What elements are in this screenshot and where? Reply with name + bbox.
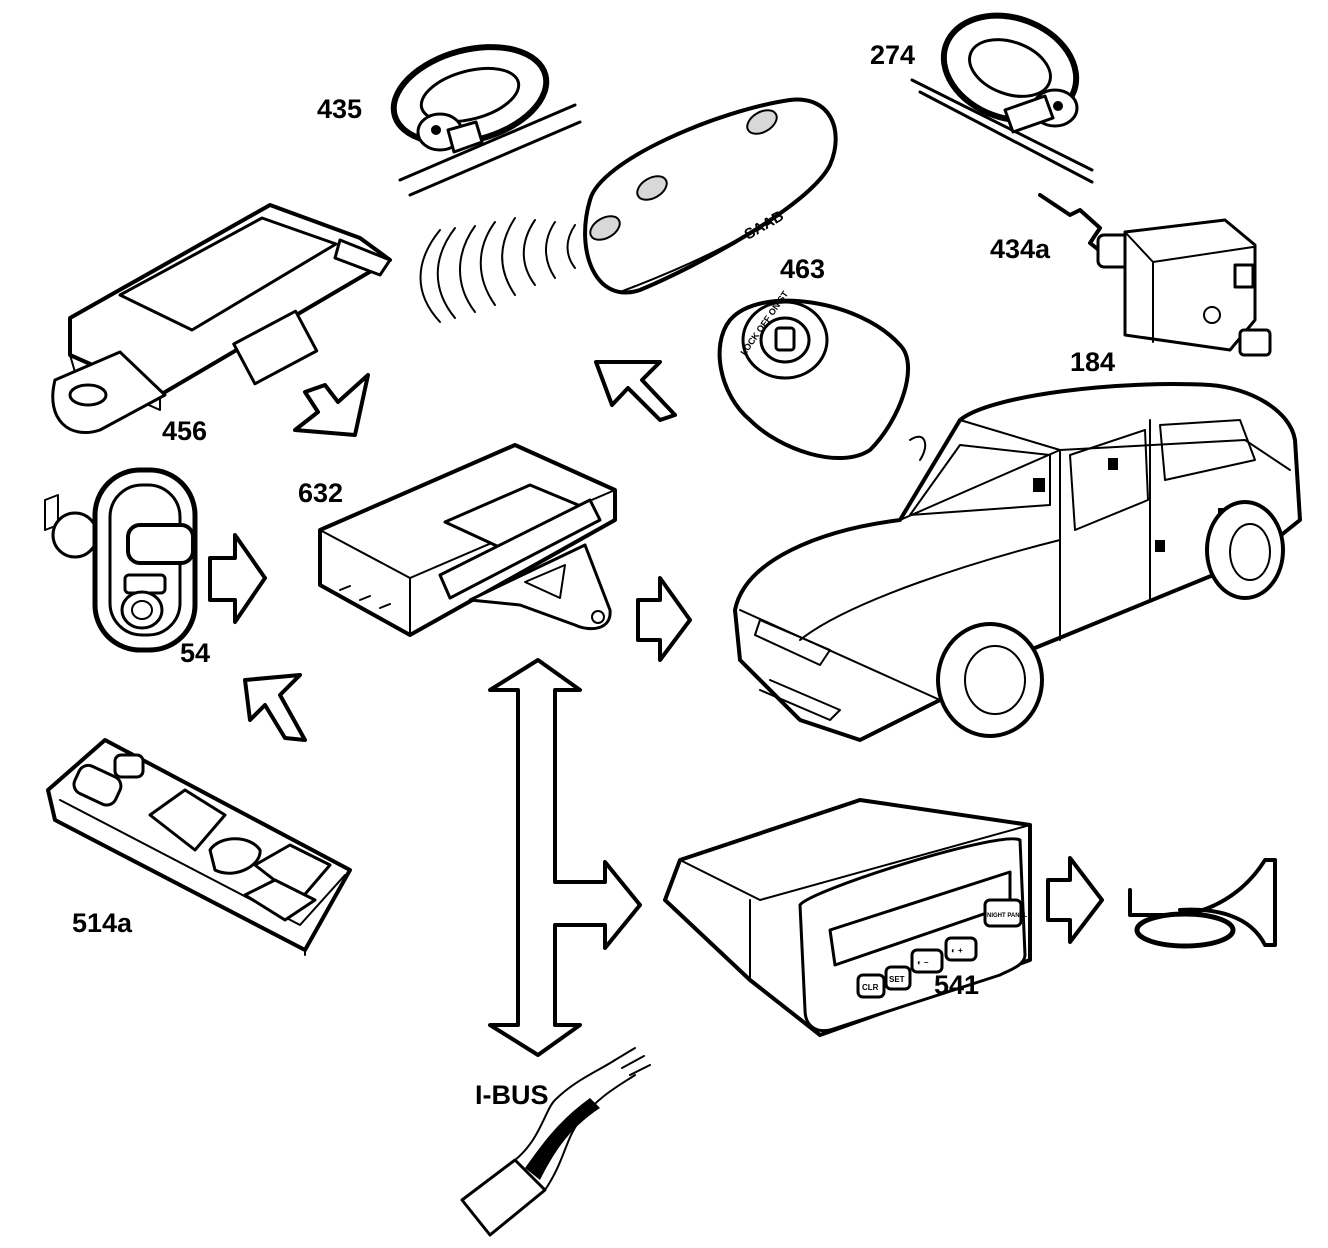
label-541: 541 <box>934 970 980 1000</box>
arrow-panel-to-ccu <box>243 673 307 742</box>
receiver-module-456 <box>51 203 392 435</box>
display-unit-541 <box>663 798 1032 1037</box>
display-buttons <box>856 898 1023 999</box>
window-switch-panel-514a <box>46 738 352 956</box>
dim-minus-button <box>910 948 944 974</box>
label-514a: 514a <box>72 908 133 938</box>
night-panel-button <box>983 898 1023 928</box>
arrow-ccu-to-car <box>636 576 692 662</box>
label-274: 274 <box>870 40 916 70</box>
arrow-receiver-to-ccu <box>293 373 370 437</box>
arrow-display-to-horn <box>1046 856 1104 944</box>
display-btn-dim-minus: ◐ – <box>917 958 929 967</box>
display-btn-night-panel: NIGHT PANEL <box>987 913 1028 919</box>
label-456: 456 <box>162 416 208 446</box>
central-control-unit-632 <box>318 443 617 637</box>
remote-control-fob <box>419 97 838 323</box>
ignition-switch-463 <box>717 298 910 460</box>
set-button <box>884 965 912 991</box>
label-184: 184 <box>1070 347 1116 377</box>
arrow-switch-to-ccu <box>208 533 267 624</box>
dim-plus-button <box>944 936 978 962</box>
car-184 <box>733 382 1302 742</box>
label-434a: 434a <box>990 234 1051 264</box>
door-lock-cylinder-435 <box>390 44 582 197</box>
label-435: 435 <box>317 94 363 124</box>
label-632: 632 <box>298 478 344 508</box>
bus-double-arrow <box>488 658 642 1057</box>
horn-icon <box>1128 858 1277 949</box>
display-btn-set: SET <box>889 975 905 984</box>
ibus-cable <box>460 1047 651 1237</box>
arrow-fob-to-ccu <box>594 360 677 422</box>
display-btn-clr: CLR <box>862 983 879 992</box>
label-ibus: I-BUS <box>475 1080 549 1110</box>
label-463: 463 <box>780 254 826 284</box>
clr-button <box>856 973 886 999</box>
door-switch-54 <box>44 467 198 653</box>
display-btn-dim-plus: ◐ + <box>951 946 963 955</box>
lock-actuator-434a <box>1038 193 1272 357</box>
door-lock-cylinder-274 <box>910 12 1094 184</box>
label-54: 54 <box>180 638 211 668</box>
